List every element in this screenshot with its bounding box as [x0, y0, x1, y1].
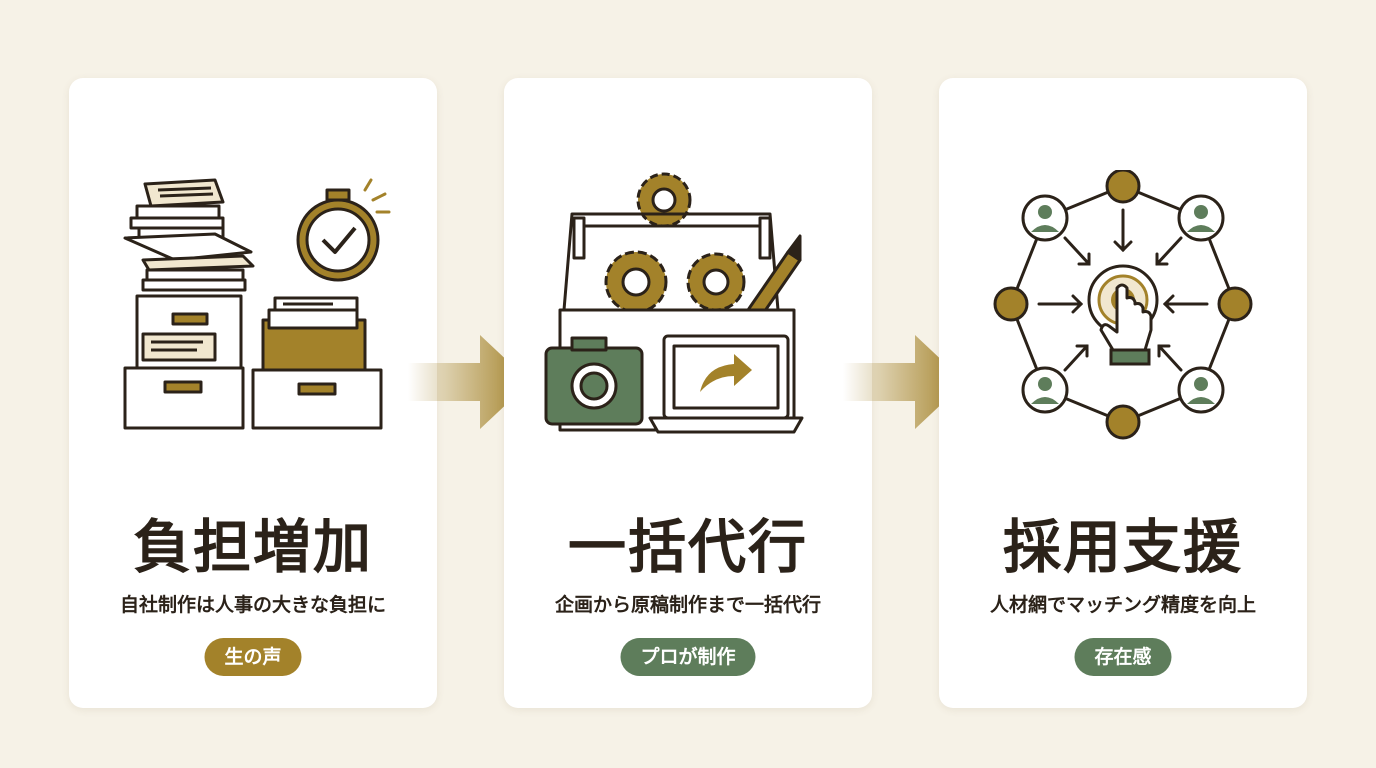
flow-arrow-icon: [408, 335, 530, 429]
card-title: 一括代行: [567, 513, 808, 581]
card-burden-increase: 負担増加 自社制作は人事の大きな負担に 生の声: [69, 78, 437, 708]
card-description: 自社制作は人事の大きな負担に: [119, 594, 386, 616]
card-description: 企画から原稿制作まで一括代行: [554, 594, 821, 616]
badge-pro-production: プロが制作: [620, 638, 756, 676]
talent-network-target-icon: [993, 170, 1253, 440]
card-title: 採用支援: [1002, 513, 1243, 581]
card-recruitment-support: 採用支援 人材網でマッチング精度を向上 存在感: [939, 78, 1307, 708]
card-description: 人材網でマッチング精度を向上: [989, 594, 1256, 616]
toolbox-gears-camera-laptop-icon: [544, 172, 804, 434]
card-full-service: 一括代行 企画から原稿制作まで一括代行 プロが制作: [504, 78, 872, 708]
paperwork-stopwatch-icon: [123, 178, 391, 430]
flow-arrow-icon: [843, 335, 965, 429]
badge-raw-voice: 生の声: [204, 638, 302, 676]
card-title: 負担増加: [132, 513, 373, 581]
badge-presence: 存在感: [1074, 638, 1172, 676]
